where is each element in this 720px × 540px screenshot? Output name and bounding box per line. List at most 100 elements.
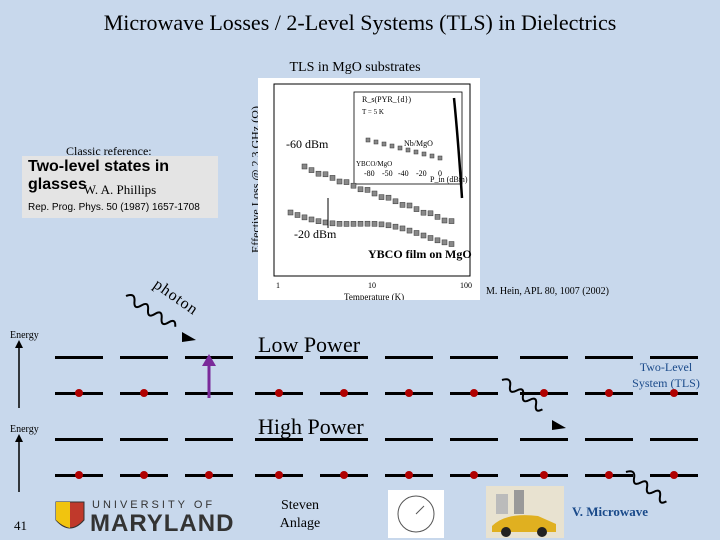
scatter-point <box>371 221 378 227</box>
annot-minus20: -20 dBm <box>294 227 337 241</box>
scatter-point <box>434 214 441 220</box>
electron-dot <box>470 471 478 479</box>
classic-reference-label: Classic reference: <box>66 144 152 158</box>
photon-wave-icon <box>125 293 196 342</box>
scatter-point <box>329 175 336 181</box>
maryland-seal-icon <box>55 501 85 529</box>
electron-dot <box>340 389 348 397</box>
annot-minus60: -60 dBm <box>286 137 329 151</box>
energy-level-line <box>520 438 568 441</box>
inset-scatter-points <box>365 137 443 161</box>
x-tick-label: 1 <box>276 281 280 290</box>
scatter-point <box>399 225 406 232</box>
scatter-point <box>385 194 392 201</box>
electron-dot <box>75 471 83 479</box>
scatter-point <box>441 239 448 246</box>
scatter-point <box>350 182 357 189</box>
scatter-point <box>371 190 378 197</box>
inset-tick-label: 0 <box>438 169 442 178</box>
scatter-point <box>427 210 434 217</box>
electron-dot <box>140 389 148 397</box>
annot-ybco: YBCO film on MgO <box>368 247 472 261</box>
energy-level-line <box>585 438 633 441</box>
annot-t: T = 5 K <box>362 108 384 116</box>
book-author: W. A. Phillips <box>83 182 157 197</box>
footer-section-label: V. Microwave <box>572 504 649 519</box>
loss-plot: -60 dBm -20 dBm YBCO film on MgO R_s(PYR… <box>258 78 480 302</box>
plot-subtitle: TLS in MgO substrates <box>289 60 421 75</box>
electron-dot <box>275 389 283 397</box>
scatter-point <box>336 178 343 185</box>
electron-dot <box>405 471 413 479</box>
energy-level-line <box>55 438 103 441</box>
scatter-point <box>308 167 315 173</box>
scatter-point <box>315 170 322 177</box>
energy-label-1: Energy <box>10 330 39 341</box>
scatter-point <box>357 220 364 227</box>
energy-level-line <box>450 438 498 441</box>
scatter-point <box>392 198 399 205</box>
slide-title: Microwave Losses / 2-Level Systems (TLS)… <box>103 10 617 35</box>
scatter-point <box>336 221 343 227</box>
energy-level-line <box>185 438 233 441</box>
scatter-point <box>441 217 448 224</box>
electron-dot <box>540 471 548 479</box>
scatter-point <box>448 218 455 224</box>
x-tick-label: 10 <box>368 281 376 290</box>
scatter-point <box>420 209 427 216</box>
electron-dot <box>340 471 348 479</box>
steep-curve <box>452 97 464 199</box>
energy-level-line <box>120 356 168 359</box>
scatter-point <box>287 209 294 216</box>
energy-level-line <box>450 356 498 359</box>
energy-label-2: Energy <box>10 424 39 435</box>
scatter-point <box>399 202 406 208</box>
scatter-point <box>427 235 434 241</box>
maryland-label: MARYLAND <box>90 510 235 537</box>
inset-tick-label: -80 <box>364 169 375 178</box>
inset-tick-label: -20 <box>416 169 427 178</box>
scatter-point <box>365 137 371 143</box>
emitted-photon-icon-2 <box>625 470 667 504</box>
energy-level-line <box>255 356 303 359</box>
university-label: UNIVERSITY OF <box>92 499 216 511</box>
energy-level-line <box>520 356 568 359</box>
energy-axis-1 <box>15 340 23 408</box>
scatter-point <box>343 221 350 227</box>
scatter-point <box>350 221 357 227</box>
electron-dot <box>75 389 83 397</box>
scatter-point <box>392 223 399 230</box>
energy-level-line <box>120 438 168 441</box>
scatter-point <box>413 206 420 212</box>
tls-label-1: Two-Level <box>639 360 693 374</box>
scatter-point <box>406 227 413 234</box>
electron-dot <box>140 471 148 479</box>
electron-dot <box>470 389 478 397</box>
loss-plot-svg: -60 dBm -20 dBm YBCO film on MgO R_s(PYR… <box>273 83 472 302</box>
book-title: Two-level states in glasses <box>28 158 170 193</box>
electron-dot <box>605 471 613 479</box>
energy-level-line <box>650 438 698 441</box>
scatter-point <box>378 221 385 228</box>
scatter-point <box>315 218 322 224</box>
scatter-point <box>329 220 336 227</box>
scatter-point <box>381 141 387 147</box>
energy-level-line <box>55 356 103 359</box>
excitation-arrow-icon <box>202 354 216 398</box>
energy-level-line <box>385 438 433 441</box>
scatter-point <box>301 163 308 170</box>
book-reference: Rep. Prog. Phys. 50 (1987) 1657-1708 <box>28 202 200 213</box>
inset-frame <box>353 91 463 185</box>
scatter-point <box>413 230 420 236</box>
electron-dot <box>540 389 548 397</box>
tls-label-2: System (TLS) <box>632 376 700 390</box>
low-power-label: Low Power <box>258 332 361 357</box>
page-number: 41 <box>14 518 27 533</box>
inset-tick-label: -50 <box>382 169 393 178</box>
energy-level-line <box>320 438 368 441</box>
lower-scatter-points <box>287 209 455 247</box>
upper-scatter-points <box>301 163 455 224</box>
electron-dot <box>605 389 613 397</box>
